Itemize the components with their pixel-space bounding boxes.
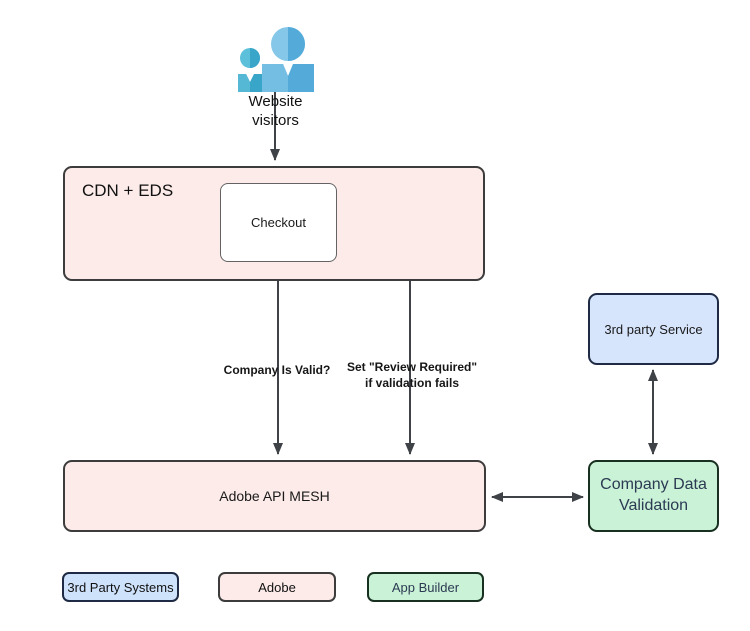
cdn-eds-label: CDN + EDS (82, 181, 174, 200)
company-data-validation-label: Company Data Validation (600, 476, 707, 514)
website-visitors-icon (236, 16, 316, 92)
node-adobe-api-mesh: Adobe API MESH (63, 460, 486, 532)
website-visitors-label: Website visitors (248, 93, 303, 129)
checkout-label: Checkout (251, 215, 306, 230)
legend-3rd-party-systems-label: 3rd Party Systems (67, 579, 174, 595)
node-company-data-validation: Company Data Validation (588, 460, 719, 532)
3rd-party-service-label: 3rd party Service (604, 321, 703, 337)
node-3rd-party-service: 3rd party Service (588, 293, 719, 365)
legend-adobe-label: Adobe (258, 579, 296, 595)
legend-app-builder: App Builder (367, 572, 484, 602)
legend-adobe: Adobe (218, 572, 336, 602)
legend-app-builder-label: App Builder (391, 579, 460, 595)
legend-3rd-party-systems: 3rd Party Systems (62, 572, 179, 602)
node-checkout: Checkout (220, 183, 337, 262)
edge-label-company-is-valid: Company Is Valid? (223, 363, 331, 377)
adobe-api-mesh-label: Adobe API MESH (219, 488, 330, 504)
edge-label-review-required: Set "Review Required" if validation fail… (346, 360, 478, 390)
